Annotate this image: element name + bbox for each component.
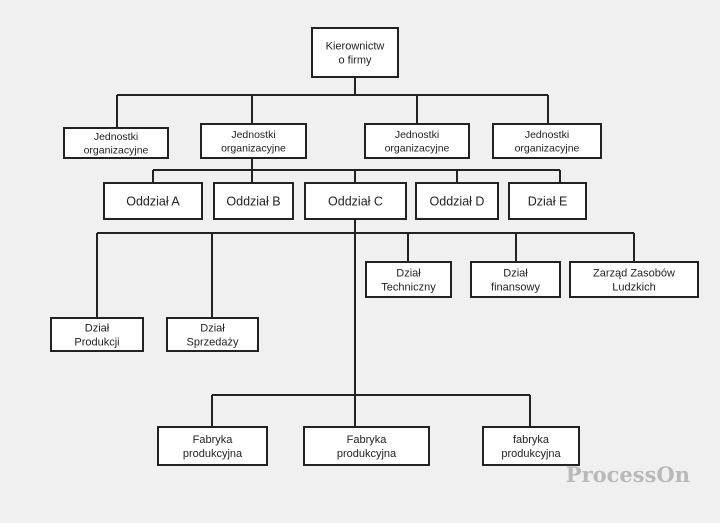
node-label-factory-3: produkcyjna [501,448,561,460]
node-factory-2: Fabryka produkcyjna [303,426,430,466]
node-label-unit-3: Jednostki [395,129,439,141]
node-branch-d: Oddział D [415,182,499,220]
node-label-dept-sales: Dział [200,322,225,334]
node-unit-3: Jednostki organizacyjne [364,123,470,159]
node-label-branch-d: Oddział D [430,195,485,209]
node-branch-a: Oddział A [103,182,203,220]
node-unit-4: Jednostki organizacyjne [492,123,602,159]
node-label-dept-technical: Dział [396,267,421,279]
node-box-unit-2 [200,123,307,159]
node-box-unit-4 [492,123,602,159]
node-label-factory-2: Fabryka [347,434,388,446]
node-label-unit-1: Jednostki [94,131,138,143]
node-label-branch-c: Oddział C [328,195,383,209]
node-dept-e: Dział E [508,182,587,220]
node-box-factory-2 [303,426,430,466]
node-box-factory-3 [482,426,580,466]
node-box-branch-c [304,182,407,220]
node-box-unit-1 [63,127,169,159]
node-box-branch-d [415,182,499,220]
node-branch-c: Oddział C [304,182,407,220]
node-label-hr-management: Zarząd Zasobów [593,267,675,279]
node-label-unit-4: organizacyjne [515,143,580,155]
node-box-branch-a [103,182,203,220]
node-label-dept-production: Dział [85,322,110,334]
connector-unit-to-branches [152,158,561,183]
node-box-dept-production [50,317,144,352]
connector-branch-to-departments [96,219,635,395]
node-label-factory-3: fabryka [513,434,550,446]
node-box-unit-3 [364,123,470,159]
node-label-factory-1: produkcyjna [183,448,243,460]
node-management: Kierownictw o firmy [311,27,399,78]
node-label-dept-sales: Sprzedaży [187,337,239,349]
node-label-branch-b: Oddział B [226,195,280,209]
node-unit-1: Jednostki organizacyjne [63,127,169,159]
node-label-factory-1: Fabryka [193,434,234,446]
node-label-dept-e: Dział E [528,195,568,209]
node-label-dept-production: Produkcji [74,337,119,349]
node-label-unit-3: organizacyjne [385,143,450,155]
node-label-management: o firmy [339,55,373,67]
node-unit-2: Jednostki organizacyjne [200,123,307,159]
node-branch-b: Oddział B [213,182,294,220]
node-label-factory-2: produkcyjna [337,448,397,460]
node-box-branch-b [213,182,294,220]
connector-lines [96,77,635,427]
connector-management-to-units [116,77,549,128]
node-label-unit-2: organizacyjne [221,143,286,155]
connector-branch-to-factories [211,394,531,427]
node-label-hr-management: Ludzkich [612,282,655,294]
node-label-unit-4: Jednostki [525,129,569,141]
processon-watermark: ProcessOn [566,462,690,487]
node-label-unit-2: Jednostki [231,129,275,141]
node-box-hr-management [569,261,699,298]
node-box-dept-sales [166,317,259,352]
node-label-dept-technical: Techniczny [381,282,436,294]
node-box-dept-finance [470,261,561,298]
node-dept-finance: Dział finansowy [470,261,561,298]
node-box-dept-technical [365,261,452,298]
node-label-unit-1: organizacyjne [84,145,149,157]
node-factory-3: fabryka produkcyjna [482,426,580,466]
node-factory-1: Fabryka produkcyjna [157,426,268,466]
node-label-branch-a: Oddział A [126,195,180,209]
node-box-factory-1 [157,426,268,466]
node-box-dept-e [508,182,587,220]
node-label-management: Kierownictw [326,40,385,52]
node-box-management [311,27,399,78]
node-label-dept-finance: finansowy [491,282,540,294]
node-label-dept-finance: Dział [503,267,528,279]
